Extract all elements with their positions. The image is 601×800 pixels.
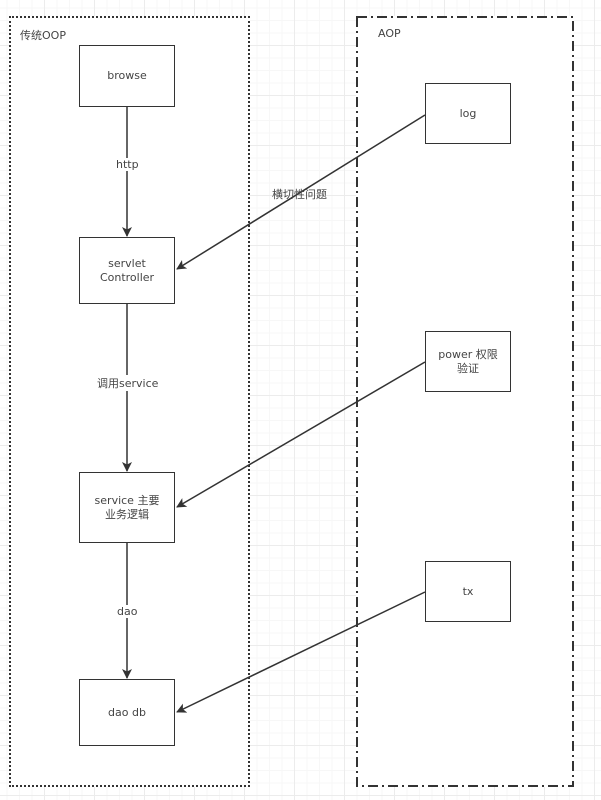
node-service[interactable]: service 主要 业务逻辑	[79, 472, 175, 543]
container-title-oop: 传统OOP	[20, 29, 66, 42]
edge-label-http: http	[115, 158, 140, 171]
edge-label-call-service: 调用service	[96, 375, 160, 391]
edge-log-servlet[interactable]	[176, 114, 426, 270]
node-log[interactable]: log	[425, 83, 511, 144]
node-browse[interactable]: browse	[79, 45, 175, 107]
edge-power-service[interactable]	[176, 361, 426, 508]
container-traditional-oop[interactable]	[9, 16, 250, 787]
edge-tx-dao[interactable]	[176, 591, 426, 713]
container-title-aop: AOP	[378, 27, 401, 40]
node-power-auth[interactable]: power 权限 验证	[425, 331, 511, 392]
edge-label-dao: dao	[116, 605, 139, 618]
node-dao-db[interactable]: dao db	[79, 679, 175, 746]
node-servlet-controller[interactable]: servlet Controller	[79, 237, 175, 304]
container-aop[interactable]	[356, 16, 574, 787]
edge-label-crosscutting: 横切性问题	[272, 188, 327, 201]
node-tx[interactable]: tx	[425, 561, 511, 622]
